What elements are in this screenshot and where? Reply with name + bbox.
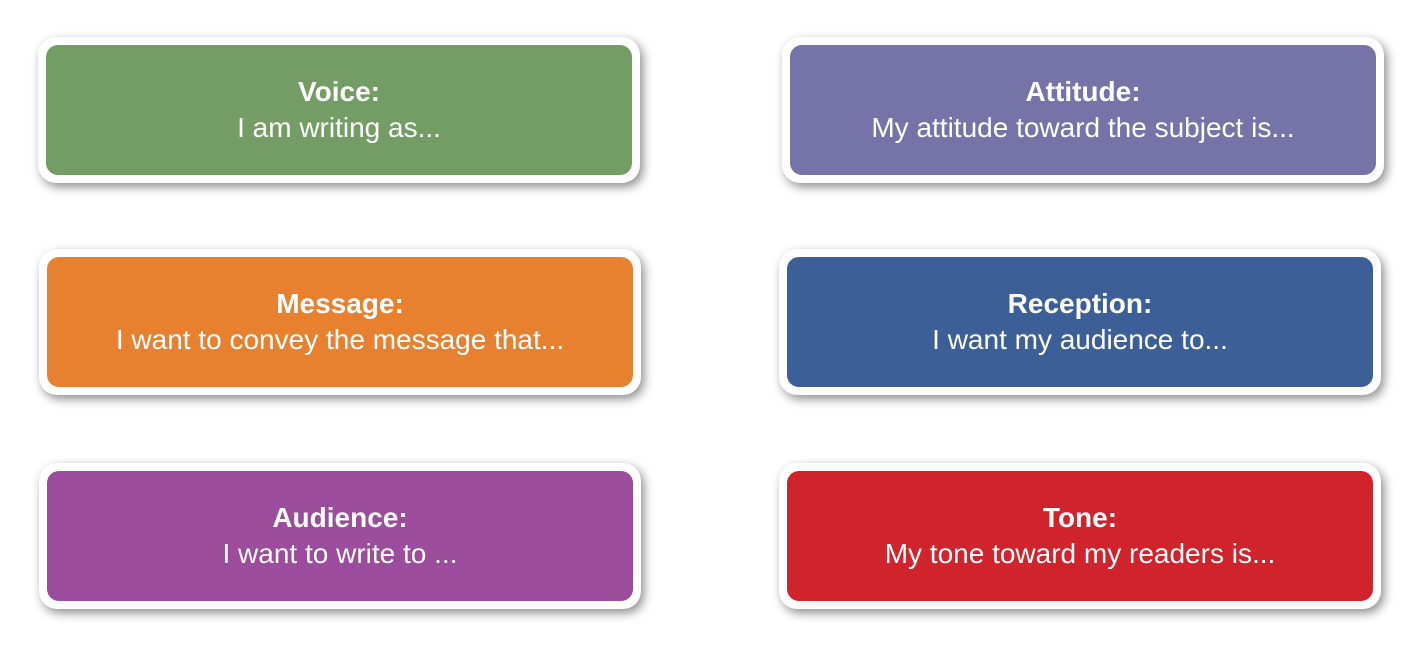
attitude-card: Attitude: My attitude toward the subject…: [782, 37, 1384, 183]
reception-card: Reception: I want my audience to...: [779, 249, 1381, 395]
card-title: Voice:: [298, 76, 380, 107]
tone-card: Tone: My tone toward my readers is...: [779, 463, 1381, 609]
card-title: Message:: [276, 288, 404, 319]
card-text: I am writing as...: [237, 112, 441, 143]
card-title: Attitude:: [1025, 76, 1141, 107]
audience-card-panel: Audience: I want to write to ...: [47, 471, 633, 601]
attitude-card-panel: Attitude: My attitude toward the subject…: [790, 45, 1376, 175]
card-text: I want to convey the message that...: [115, 324, 565, 355]
voice-card-panel: Voice: I am writing as...: [46, 45, 632, 175]
tone-card-panel: Tone: My tone toward my readers is...: [787, 471, 1373, 601]
audience-card: Audience: I want to write to ...: [39, 463, 641, 609]
card-text: My attitude toward the subject is...: [871, 112, 1295, 143]
card-text: I want to write to ...: [222, 538, 458, 569]
message-card: Message: I want to convey the message th…: [39, 249, 641, 395]
card-title: Tone:: [1042, 502, 1118, 533]
message-card-panel: Message: I want to convey the message th…: [47, 257, 633, 387]
voice-card: Voice: I am writing as...: [38, 37, 640, 183]
card-text: My tone toward my readers is...: [884, 538, 1276, 569]
card-title: Reception:: [1007, 288, 1153, 319]
reception-card-panel: Reception: I want my audience to...: [787, 257, 1373, 387]
card-text: I want my audience to...: [932, 324, 1228, 355]
card-title: Audience:: [272, 502, 408, 533]
